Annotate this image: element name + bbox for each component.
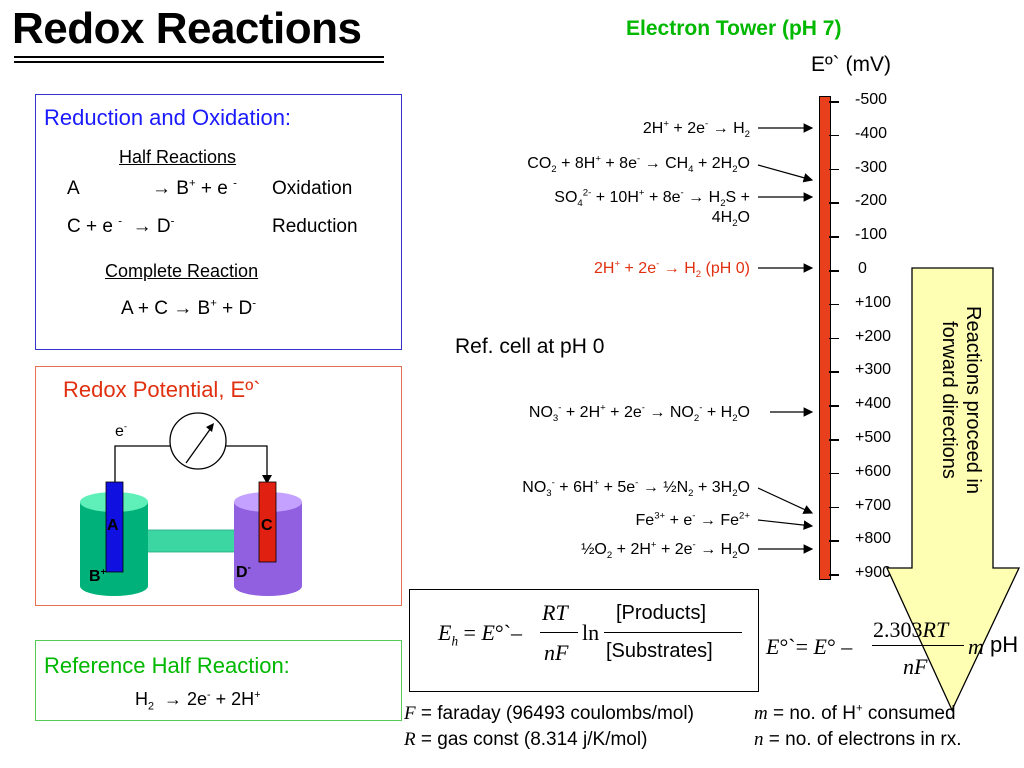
- title-underline-2: [14, 61, 384, 63]
- reduction-oxidation-box: Reduction and Oxidation: Half Reactions …: [35, 94, 402, 350]
- electron-label: e-: [115, 421, 128, 440]
- reaction-no3-no2: NO3- + 2H+ + 2e- → NO2- + H2O: [528, 402, 750, 425]
- tower-tick-mark: [829, 303, 839, 306]
- tower-tick-label: +900: [855, 564, 892, 582]
- tower-tick-mark: [829, 101, 839, 103]
- tower-axis-label: Eº` (mV): [811, 53, 891, 76]
- tower-tick-mark: [829, 506, 839, 509]
- reaction-no3-n2: NO3- + 6H+ + 5e- → ½N2 + 3H2O: [522, 477, 750, 500]
- reaction-co2-ch4: CO2 + 8H+ + 8e- → CH4 + 2H2O: [527, 153, 750, 176]
- reaction-h2-ph0: 2H+ + 2e- → H2 (pH 0): [594, 258, 750, 281]
- ref-cell-note: Ref. cell at pH 0: [455, 335, 605, 358]
- tower-tick-label: +100: [855, 293, 892, 311]
- tower-tick-label: -300: [855, 158, 888, 176]
- forward-direction-arrow-label: Reactions proceed in forward directions: [938, 306, 984, 494]
- substrates-label: [Substrates]: [606, 640, 713, 662]
- tower-tick-mark: [829, 236, 839, 238]
- factor-denominator: nF: [903, 654, 928, 679]
- tower-tick-mark: [829, 472, 839, 475]
- solution-d-label: D-: [236, 562, 251, 581]
- reference-half-reaction: H2 → 2e- + 2H+: [135, 689, 261, 713]
- tower-tick-mark: [829, 405, 839, 407]
- reduction-oxidation-heading: Reduction and Oxidation:: [44, 105, 292, 130]
- tower-tick-label: -400: [855, 124, 888, 142]
- reduction-label: Reduction: [272, 216, 358, 237]
- nernst-equation-box: Eh = E°`– RT nF ln [Products] [Substrate…: [409, 589, 759, 692]
- tower-tick-label: +300: [855, 361, 892, 379]
- nf-denominator: nF: [544, 640, 569, 665]
- tower-tick-mark: [829, 134, 839, 137]
- half-reaction-a-left: A: [67, 178, 80, 199]
- tower-tick-mark: [829, 540, 839, 542]
- half-reaction-c: C + e - → D-: [67, 215, 175, 237]
- electrode-a-label: A: [107, 517, 119, 534]
- tower-tick-label: +500: [855, 429, 892, 446]
- oxidation-label: Oxidation: [272, 178, 353, 199]
- tower-tick-label: +700: [855, 496, 892, 514]
- page-title: Redox Reactions: [12, 4, 362, 53]
- products-label: [Products]: [616, 602, 707, 624]
- tower-tick-mark: [829, 202, 839, 204]
- tower-tick-label: 0: [858, 260, 867, 277]
- electrochemical-cell-diagram: [80, 412, 302, 596]
- tower-tick-mark: [829, 270, 839, 272]
- ph-label: pH: [990, 632, 1019, 657]
- factor-numerator: 2.303RT: [873, 617, 949, 642]
- electrode-c-label: C: [261, 517, 273, 534]
- redox-potential-box: Redox Potential, Eº` e- A C B+ D-: [35, 366, 402, 606]
- tower-tick-label: -200: [855, 192, 888, 210]
- tower-tick-label: -500: [855, 91, 888, 108]
- half-reactions-label: Half Reactions: [119, 147, 237, 167]
- factor-bar: [872, 645, 964, 646]
- complete-reaction-label: Complete Reaction: [105, 261, 259, 281]
- tower-tick-mark: [829, 371, 839, 373]
- reference-half-reaction-heading: Reference Half Reaction:: [44, 653, 290, 678]
- ratio-bar: [604, 632, 742, 633]
- tower-tick-label: +800: [855, 530, 892, 548]
- tower-tick-label: -100: [855, 226, 888, 244]
- reference-half-reaction-box: Reference Half Reaction: H2 → 2e- + 2H+: [35, 640, 402, 721]
- reaction-o2-h2o: ½O2 + 2H+ + 2e- → H2O: [581, 539, 750, 562]
- title-underline: [14, 56, 384, 58]
- tower-tick-mark: [829, 337, 839, 340]
- tower-tick-mark: [829, 439, 839, 441]
- legend-m: m = no. of H+ consumed: [754, 702, 956, 724]
- tower-tick-label: +400: [855, 395, 892, 413]
- legend-f: F = faraday (96493 coulombs/mol): [404, 703, 694, 724]
- tower-tick-mark: [829, 168, 839, 171]
- reaction-so4-h2s: SO42- + 10H+ + 8e- → H2S +4H2O: [554, 187, 750, 230]
- m-symbol: m: [968, 634, 984, 659]
- rt-numerator: RT: [542, 600, 568, 625]
- tower-tick-mark: [829, 574, 839, 576]
- legend-n: n = no. of electrons in rx.: [754, 729, 962, 750]
- legend-r: R = gas const (8.314 j/K/mol): [404, 729, 648, 750]
- solution-b-label: B+: [89, 566, 107, 585]
- redox-potential-heading: Redox Potential, Eº`: [63, 377, 261, 402]
- ln-symbol: ln: [582, 620, 600, 645]
- eh-symbol: Eh = E°`–: [438, 620, 523, 649]
- fraction-bar: [540, 632, 578, 633]
- tower-tick-label: +600: [855, 462, 892, 480]
- complete-reaction: A + C → B+ + D-: [121, 297, 257, 319]
- electron-tower-title: Electron Tower (pH 7): [626, 17, 842, 40]
- e-prime-equation: E°`= E° –: [766, 634, 853, 659]
- reaction-fe: Fe3+ + e- → Fe2+: [635, 510, 750, 529]
- tower-tick-label: +200: [855, 327, 892, 345]
- reaction-h2: 2H+ + 2e- → H2: [642, 118, 750, 141]
- half-reaction-a-right: → B+ + e -: [152, 177, 237, 199]
